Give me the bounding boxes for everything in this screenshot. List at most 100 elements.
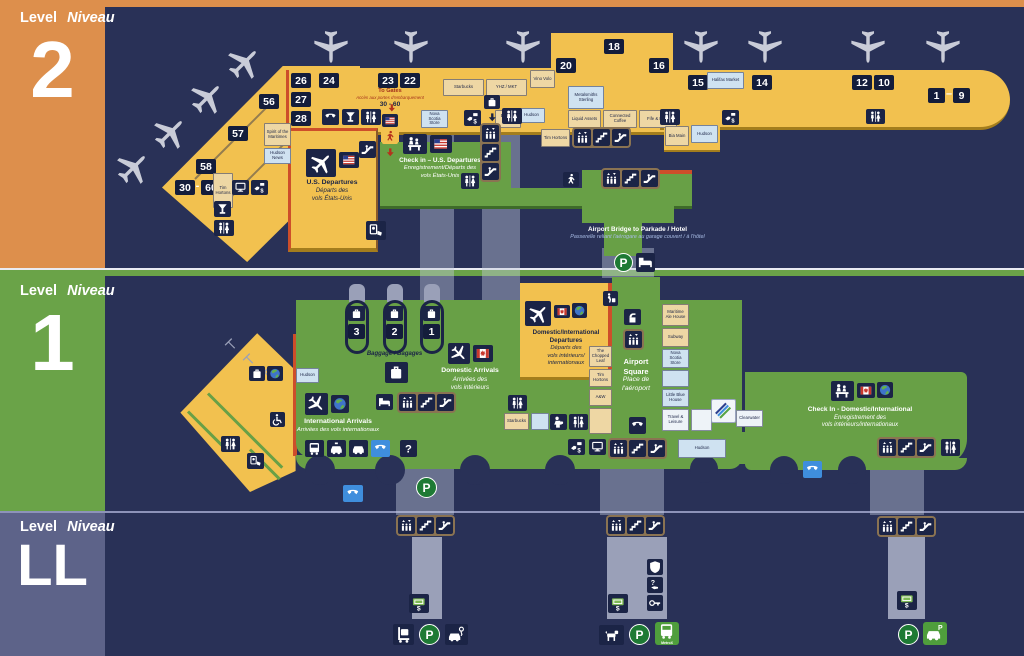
elevator-icon — [610, 440, 627, 457]
shop-spirit-of-the-maritimes: Spirit of the Maritimes — [264, 123, 291, 146]
escalator-icon — [641, 170, 658, 187]
shop-hudson: Hudson — [691, 125, 718, 143]
restroom-icon — [214, 220, 234, 236]
gate-2: 2 — [386, 324, 403, 339]
stairs-icon — [482, 144, 499, 161]
departures-fr: Départs des vols intérieurs/ internation… — [547, 345, 585, 367]
baggage-icon — [386, 306, 403, 321]
niveau-word: Niveau — [67, 283, 115, 299]
us-flag-icon — [382, 114, 398, 127]
shop-clearwater: Clearwater — [736, 410, 763, 427]
airplane-icon — [392, 26, 430, 64]
valet-key-icon — [647, 595, 663, 611]
nursing-room-icon — [550, 414, 567, 430]
shop-starbucks: Starbucks — [504, 413, 529, 430]
escalator-icon — [437, 394, 454, 411]
shop-connected-coffee: Connected Coffee — [603, 110, 637, 128]
us-checkin-fr: Enregistrement/Départs des vols États-Un… — [403, 165, 477, 179]
domestic-checkin-fr: Enregistrement des vols intérieurs/inter… — [821, 414, 899, 429]
elevator-icon — [608, 517, 625, 534]
pedestrian-icon — [563, 172, 579, 187]
restroom-icon — [569, 414, 588, 430]
atm-icon: $ — [608, 594, 628, 613]
gate-27: 27 — [291, 92, 311, 107]
baggage-carousel — [383, 300, 407, 354]
level-2-number: 2 — [30, 25, 75, 114]
stairs-icon — [622, 170, 639, 187]
vertical-circulation-group — [877, 437, 936, 458]
passport-check-icon — [366, 221, 386, 240]
gate-15: 15 — [688, 75, 708, 90]
escalator-icon — [646, 517, 663, 534]
baggage-chute — [424, 284, 440, 302]
us-departures-plane-icon — [306, 149, 336, 177]
divider-lavender — [0, 511, 1024, 513]
shop-little-blue-house: Little Blue House — [662, 389, 689, 407]
airport-square-en: Airport Square — [623, 357, 649, 376]
shop-nova-scotia-store: Nova Scotia Store — [662, 349, 689, 368]
elevator-icon — [398, 517, 415, 534]
domestic-checkin-sign: Check In - Domestic/International Enregi… — [780, 406, 940, 430]
svg-text:$: $ — [905, 603, 909, 609]
level-word: Level — [20, 10, 58, 26]
atm-icon: $ — [409, 594, 429, 613]
door-scallop — [305, 455, 335, 485]
baggage-label: Baggage / Bagages — [352, 351, 437, 359]
airplane-icon — [849, 26, 887, 64]
retail-unit — [662, 370, 689, 387]
lost-and-found-icon: ? — [647, 577, 663, 593]
retail-unit — [691, 409, 712, 431]
baggage-chute — [349, 284, 365, 302]
gate-9: 9 — [953, 88, 970, 103]
restroom-icon — [221, 436, 240, 452]
vertical-circulation-group — [608, 438, 667, 459]
hotel-icon — [636, 253, 655, 272]
us-flag-icon — [430, 135, 452, 153]
arrow-down-icon — [386, 102, 397, 113]
atm-icon: $ — [897, 591, 917, 610]
wheelchair-icon — [270, 412, 285, 427]
red-outline-segment — [286, 70, 289, 128]
phone-icon — [629, 417, 646, 434]
flight-info-icon — [232, 180, 249, 195]
svg-text:$: $ — [577, 447, 581, 454]
door-scallop — [838, 456, 866, 484]
stairs-icon — [417, 517, 434, 534]
hotel-icon — [376, 394, 393, 410]
elevator-icon — [603, 170, 620, 187]
bridge-en: Airport Bridge to Parkade / Hotel — [587, 226, 688, 233]
gate-23: 23 — [378, 73, 398, 88]
gate-26: 26 — [291, 73, 311, 88]
shop-halifax-market: Halifax Market — [707, 72, 744, 89]
gate-3: 3 — [348, 324, 365, 339]
airplane-icon — [105, 142, 159, 196]
restroom-icon — [361, 109, 381, 125]
gate-14: 14 — [752, 75, 772, 90]
shop-starbucks: Starbucks — [443, 79, 484, 96]
svg-text:$: $ — [473, 118, 477, 125]
baggage-carousel — [345, 300, 369, 354]
domestic-arrivals-sign: Domestic Arrivals Arrivées des vols inté… — [420, 367, 520, 392]
arrow-down-icon — [486, 111, 498, 123]
shop-the-chopped-leaf: The Chopped Leaf — [589, 346, 612, 367]
to-gates-en: To Gates — [378, 88, 402, 94]
bus-icon — [305, 440, 324, 457]
shop-travel-leisure: Travel & Leisure — [662, 409, 689, 431]
vertical-circulation-group — [606, 515, 665, 536]
airplane-icon — [179, 72, 233, 126]
metrox-bus-icon: MetroX — [655, 622, 679, 645]
luggage-cart-icon — [393, 624, 414, 645]
vertical-circulation-group — [877, 516, 936, 537]
to-gates-range: 30 - 60 — [379, 100, 401, 108]
currency-exchange-icon: $ — [722, 110, 739, 125]
bar-icon — [214, 201, 231, 217]
elevator-icon — [574, 129, 591, 146]
airport-logo-icon — [711, 399, 736, 423]
us-departures-sign: U.S. Departures Départs des vols États-U… — [292, 179, 372, 203]
shop-yhz-mkt: YHZ / MKT — [486, 79, 527, 96]
canada-flag-icon — [554, 305, 570, 318]
baggage-icon — [484, 95, 500, 109]
svg-text:P: P — [938, 625, 943, 632]
svg-text:$: $ — [731, 118, 735, 124]
currency-exchange-icon: $ — [464, 110, 481, 126]
